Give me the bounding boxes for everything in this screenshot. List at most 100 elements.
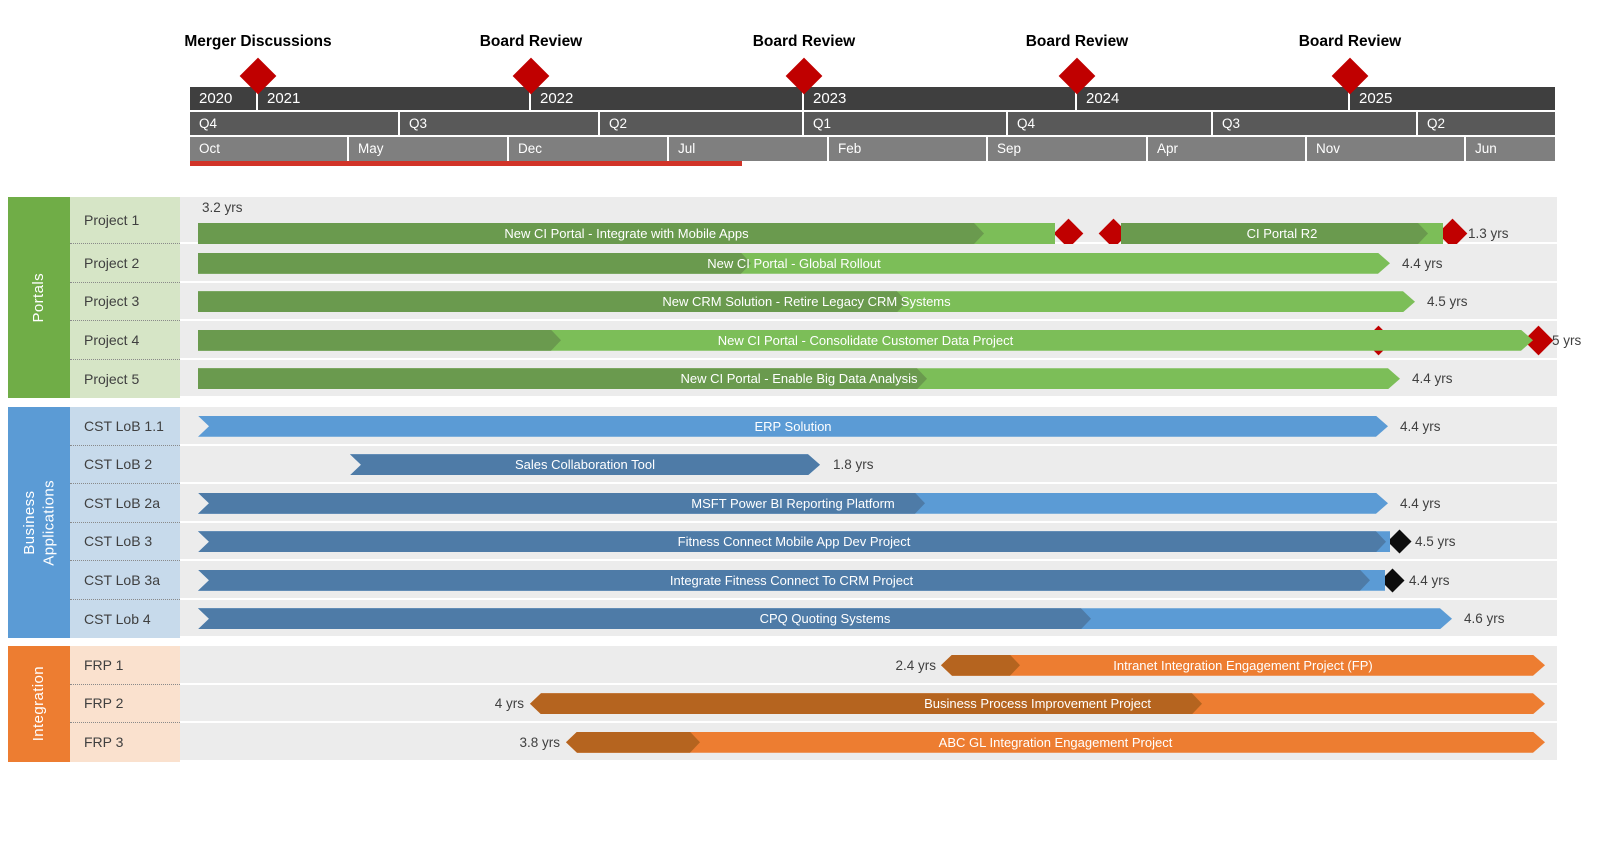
row-label: CST LoB 2: [84, 456, 153, 473]
lane-sidebar-integration: Integration: [8, 646, 70, 762]
task-bar[interactable]: New CI Portal - Consolidate Customer Dat…: [198, 330, 1533, 351]
row-label: FRP 2: [84, 695, 124, 712]
task-bar-completed: [941, 655, 1020, 676]
row-label: Project 2: [84, 254, 140, 271]
task-bar-label: New CI Portal - Enable Big Data Analysis: [680, 371, 918, 387]
task-bar[interactable]: Integrate Fitness Connect To CRM Project: [198, 569, 1385, 591]
bar-duration-note: 3.2 yrs: [202, 200, 243, 215]
timeline-year-cell: 2022: [531, 87, 804, 110]
task-bar-label: Sales Collaboration Tool: [515, 457, 655, 473]
duration-label: 4.5 yrs: [1415, 534, 1456, 550]
task-bar-completed: [530, 693, 1202, 714]
timeline-year-cell: 2020: [190, 87, 258, 110]
row-label: CST Lob 4: [84, 610, 151, 627]
task-bar[interactable]: Intranet Integration Engagement Project …: [941, 655, 1545, 676]
table-row: CST LoB 3 Fitness Connect Mobile App Dev …: [0, 522, 1622, 561]
task-bar[interactable]: CPQ Quoting Systems: [198, 608, 1452, 629]
timeline-year-cell: 2023: [804, 87, 1077, 110]
timeline-year-cell: 2021: [258, 87, 531, 110]
row-label-cell: CST LoB 2: [70, 445, 180, 484]
milestone-label: Board Review: [479, 33, 583, 50]
task-bar-label: CPQ Quoting Systems: [759, 611, 891, 627]
task-bar-completed: [350, 454, 820, 475]
task-bar-label: New CI Portal - Consolidate Customer Dat…: [717, 332, 1014, 348]
duration-label: 4.4 yrs: [1412, 371, 1453, 387]
row-label-cell: FRP 3: [70, 723, 180, 762]
task-bar-label: CI Portal R2: [1246, 226, 1318, 241]
milestone-label: Merger Discussions: [184, 33, 332, 50]
timeline-month-cell: Apr: [1148, 137, 1307, 161]
task-bar-completed: [198, 493, 925, 514]
task-bar-remaining: [941, 655, 1545, 676]
row-label: CST LoB 3a: [84, 571, 161, 588]
row-label-cell: CST LoB 2a: [70, 484, 180, 523]
timeline-month-cell: Jul: [669, 137, 829, 161]
task-bar-completed: [198, 330, 561, 351]
table-row: Project 3 New CRM Solution - Retire Legac…: [0, 282, 1622, 321]
timeline-month-cell: Sep: [988, 137, 1148, 161]
timeline-month-cell: May: [349, 137, 509, 161]
task-bar-completed: [566, 732, 700, 753]
row-label-cell: Project 5: [70, 359, 180, 398]
task-bar[interactable]: New CRM Solution - Retire Legacy CRM Sys…: [198, 291, 1415, 312]
task-bar[interactable]: ERP Solution: [198, 416, 1388, 437]
table-row: CST LoB 3a Integrate Fitness Connect To C…: [0, 561, 1622, 600]
row-label-cell: CST Lob 4: [70, 599, 180, 638]
row-label: CST LoB 3: [84, 533, 153, 550]
row-label: Project 3: [84, 293, 140, 310]
table-row: Project 4 New CI Portal - Consolidate Cus…: [0, 321, 1622, 360]
task-bar-completed: [198, 531, 1386, 552]
row-label-cell: CST LoB 3a: [70, 561, 180, 600]
timeline-month-cell: Jun: [1466, 137, 1557, 161]
row-label: FRP 1: [84, 656, 124, 673]
row-label-cell: CST LoB 1.1: [70, 407, 180, 446]
duration-label: 4.4 yrs: [1400, 495, 1441, 511]
task-bar[interactable]: MSFT Power BI Reporting Platform: [198, 493, 1388, 514]
table-row: FRP 3 3.8 yrs ABC GL Integration Engagemen…: [0, 723, 1622, 762]
task-bar-completed: [198, 291, 907, 312]
task-bar-label: ERP Solution: [754, 418, 832, 434]
task-bar-label: ABC GL Integration Engagement Project: [938, 734, 1173, 750]
timeline-quarter-cell: Q2: [600, 112, 804, 135]
row-label-cell: CST LoB 3: [70, 522, 180, 561]
task-bar[interactable]: Fitness Connect Mobile App Dev Project: [198, 531, 1390, 553]
timeline-month-cell: Nov: [1307, 137, 1466, 161]
task-bar[interactable]: Business Process Improvement Project: [530, 693, 1545, 714]
duration-label: 4.4 yrs: [1409, 572, 1450, 588]
timeline-month-cell: Feb: [829, 137, 988, 161]
duration-label: 1.8 yrs: [833, 457, 874, 473]
task-bar[interactable]: ABC GL Integration Engagement Project: [566, 732, 1545, 753]
duration-label: 2.4 yrs: [895, 657, 936, 673]
timeline-quarter-cell: Q2: [1418, 112, 1557, 135]
duration-label: 4.5 yrs: [1427, 294, 1468, 310]
table-row: CST LoB 2 Sales Collaboration Tool 1.8 yrs: [0, 445, 1622, 484]
task-bar-remaining: [198, 416, 1388, 437]
timeline-month-cell: Dec: [509, 137, 669, 161]
task-bar[interactable]: Sales Collaboration Tool: [350, 454, 820, 475]
table-row: FRP 1 2.4 yrs Intranet Integration Engagem…: [0, 646, 1622, 685]
task-bar[interactable]: CI Portal R2: [1121, 223, 1443, 244]
task-bar[interactable]: New CI Portal - Global Rollout: [198, 253, 1390, 274]
row-label-cell: Project 4: [70, 321, 180, 360]
duration-label: 3.8 yrs: [519, 734, 560, 750]
row-label: FRP 3: [84, 734, 124, 751]
row-label-cell: Project 3: [70, 282, 180, 321]
timeline-quarter-cell: Q3: [1213, 112, 1418, 135]
task-bar[interactable]: New CI Portal - Enable Big Data Analysis: [198, 368, 1400, 389]
row-label-cell: FRP 1: [70, 646, 180, 685]
lane-sidebar-portals: Portals: [8, 197, 70, 398]
timeline-month-cell: Oct: [190, 137, 349, 161]
timeline-quarter-cell: Q3: [400, 112, 600, 135]
task-bar[interactable]: New CI Portal - Integrate with Mobile Ap…: [198, 223, 1055, 244]
row-label: CST LoB 2a: [84, 494, 161, 511]
lane-sidebar-business-applications: Business Applications: [8, 407, 70, 638]
timeline-quarter-cell: Q1: [804, 112, 1008, 135]
milestone-label: Board Review: [1298, 33, 1402, 50]
task-bar-completed: [198, 570, 1370, 591]
task-bar-label: MSFT Power BI Reporting Platform: [691, 495, 895, 511]
row-label: CST LoB 1.1: [84, 417, 164, 434]
